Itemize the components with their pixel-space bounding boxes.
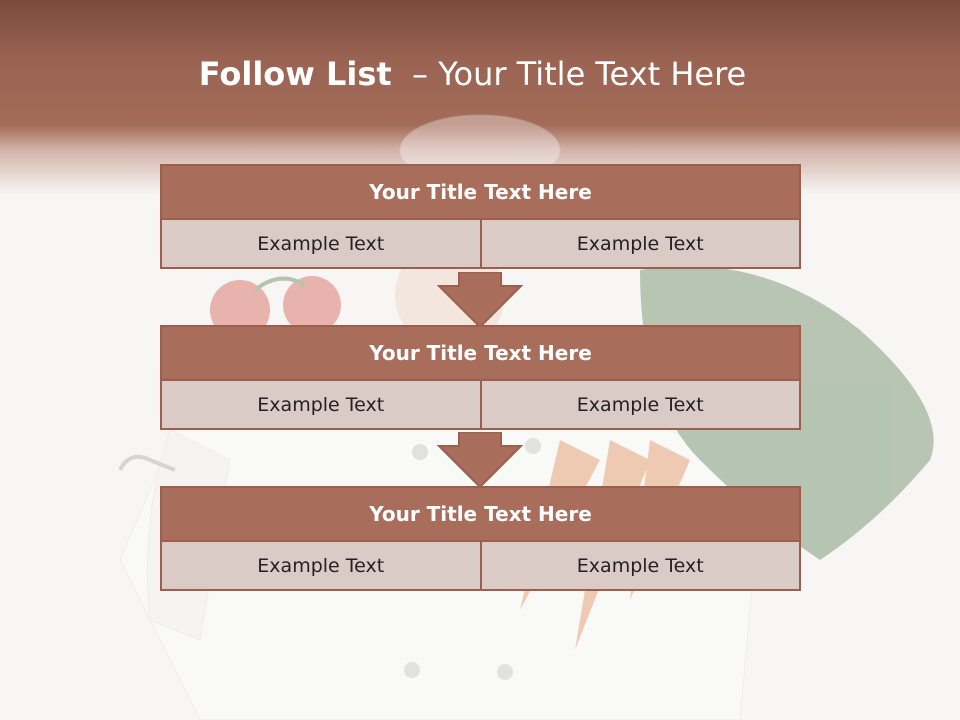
down-arrow-2 [437,432,523,489]
step-cell-right: Example Text [481,542,801,591]
slide-title-bold: Follow List [198,55,392,93]
slide-title: Follow List – Your Title Text Here [0,55,945,93]
step-title: Your Title Text Here [160,164,801,220]
down-arrow-1 [437,272,523,329]
step-block-3: Your Title Text Here Example Text Exampl… [160,486,801,591]
step-title: Your Title Text Here [160,325,801,381]
step-block-1: Your Title Text Here Example Text Exampl… [160,164,801,269]
step-cell-right: Example Text [481,220,801,269]
step-title: Your Title Text Here [160,486,801,542]
step-row: Example Text Example Text [160,381,801,430]
step-cell-right: Example Text [481,381,801,430]
slide-title-rest: – Your Title Text Here [391,55,747,93]
step-row: Example Text Example Text [160,542,801,591]
step-cell-left: Example Text [160,220,482,269]
step-cell-left: Example Text [160,381,482,430]
step-cell-left: Example Text [160,542,482,591]
step-block-2: Your Title Text Here Example Text Exampl… [160,325,801,430]
step-row: Example Text Example Text [160,220,801,269]
